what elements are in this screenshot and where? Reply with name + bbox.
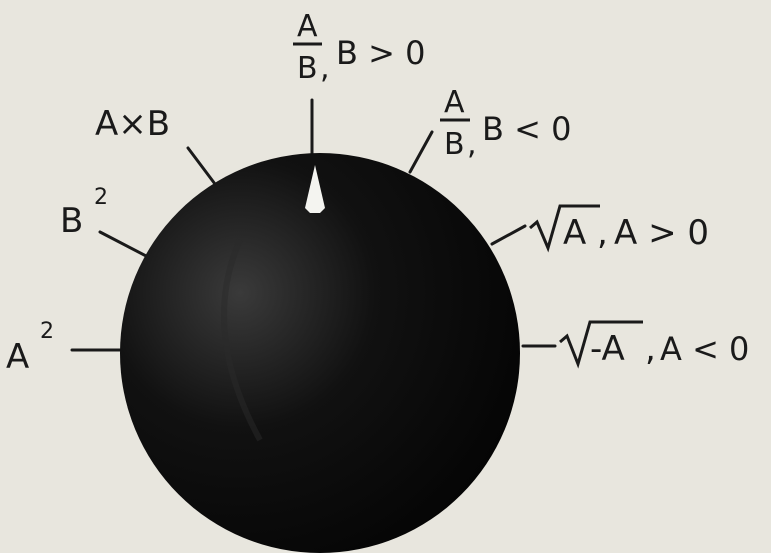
label-sqrt-neg-a-separator: , <box>645 329 656 369</box>
label-sqrt-a[interactable]: A , A > 0 <box>530 206 709 253</box>
label-b-squared-base: B <box>60 201 83 241</box>
label-a-over-b-pos-separator: , <box>320 51 330 86</box>
label-a-over-b-neg-denominator: B <box>444 127 465 162</box>
label-a-over-b-neg-condition: B < 0 <box>482 110 571 148</box>
label-a-squared[interactable]: A 2 <box>6 319 54 377</box>
label-sqrt-a-radicand: A <box>563 213 586 253</box>
label-a-over-b-neg-numerator: A <box>444 85 465 120</box>
label-sqrt-neg-a-radicand: -A <box>590 329 625 369</box>
label-b-squared-sup: 2 <box>94 185 108 210</box>
label-a-times-b[interactable]: A×B <box>95 104 170 144</box>
tick-a-over-b-neg <box>410 132 432 172</box>
tick-sqrt-a <box>492 226 525 244</box>
label-a-over-b-pos-denominator: B <box>297 51 318 86</box>
tick-b-squared <box>100 232 150 258</box>
label-a-over-b-pos[interactable]: A B , B > 0 <box>293 9 425 86</box>
label-sqrt-a-condition: A > 0 <box>614 213 709 253</box>
label-sqrt-neg-a[interactable]: -A , A < 0 <box>560 322 749 369</box>
label-sqrt-a-separator: , <box>597 213 608 253</box>
label-a-squared-base: A <box>6 337 29 377</box>
label-a-over-b-neg[interactable]: A B , B < 0 <box>440 85 571 162</box>
tick-a-times-b <box>188 148 218 188</box>
label-a-over-b-neg-separator: , <box>467 127 477 162</box>
label-a-squared-sup: 2 <box>40 319 54 344</box>
label-a-times-b-text: A×B <box>95 104 170 144</box>
label-a-over-b-pos-condition: B > 0 <box>336 34 425 72</box>
label-sqrt-neg-a-condition: A < 0 <box>660 330 749 368</box>
label-a-over-b-pos-numerator: A <box>297 9 318 44</box>
